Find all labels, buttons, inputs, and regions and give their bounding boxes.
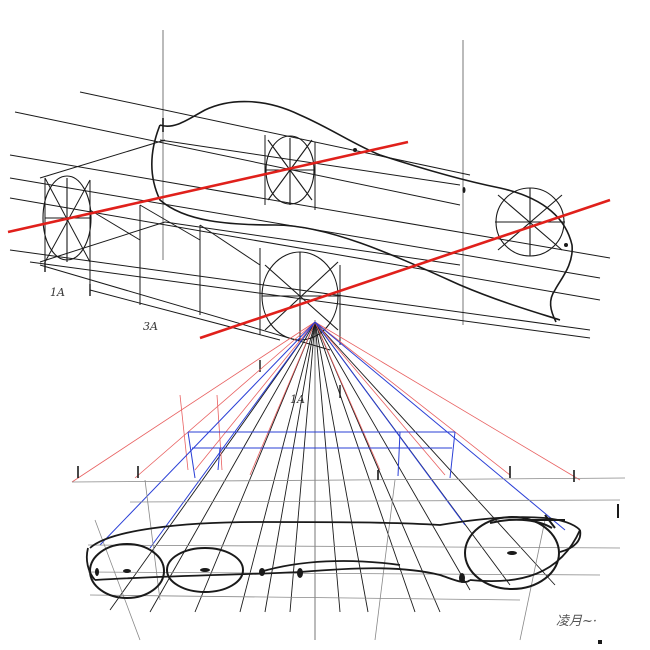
ink-accents	[95, 148, 619, 644]
dimension-ticks	[44, 262, 341, 398]
perspective-box	[9, 91, 611, 351]
side-view-ticks	[77, 466, 575, 482]
car-side-profile	[85, 516, 582, 583]
label-3a: 3A	[143, 320, 158, 333]
label-1a-left: 1A	[50, 286, 65, 299]
side-view-guides	[71, 477, 626, 641]
projection-fan-red	[71, 321, 581, 483]
projection-fan-black	[109, 321, 556, 613]
side-view-wheels	[89, 514, 565, 599]
red-horizon-lines	[7, 140, 611, 340]
projection-fan-blue	[99, 321, 566, 549]
car-body-outline	[150, 100, 573, 323]
artist-signature: 凌月~·	[556, 614, 597, 629]
